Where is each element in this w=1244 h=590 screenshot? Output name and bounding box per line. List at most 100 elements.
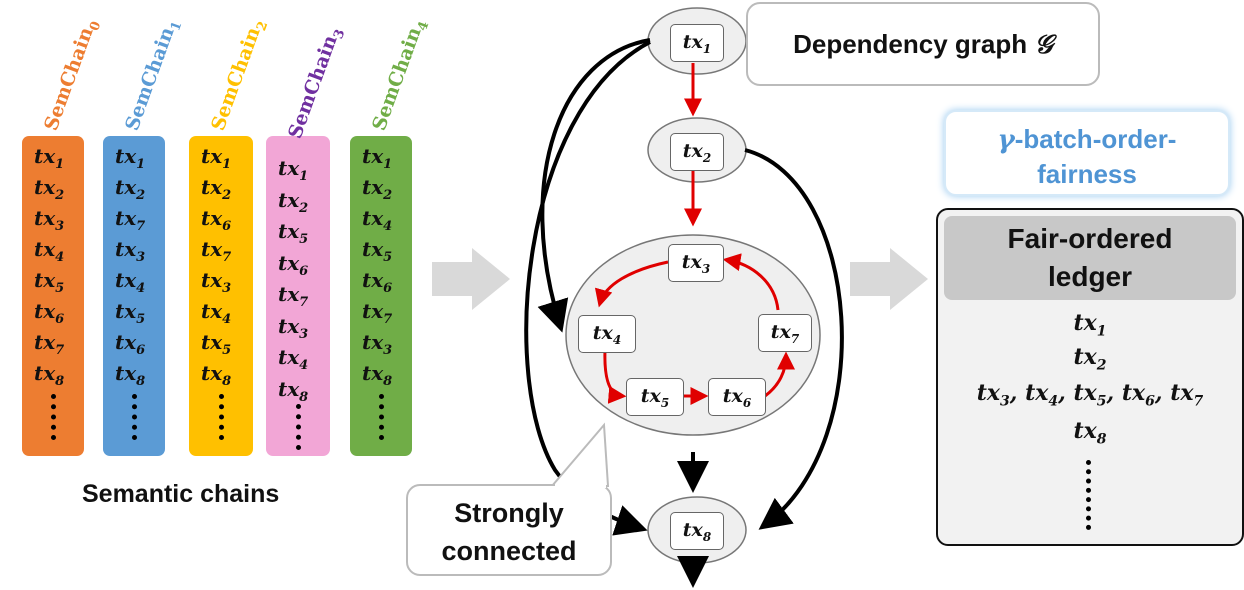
- ledger-tx: tx7: [1170, 380, 1204, 410]
- chain-0-tx-label: tx6: [34, 299, 65, 327]
- chain-3-tx-label: tx4: [278, 345, 309, 373]
- edge-tx7-tx3: [722, 253, 780, 311]
- chain-1-ellipsis: [132, 394, 137, 440]
- chain-1-tx: tx4: [115, 268, 145, 296]
- chain-2-tx-label: tx3: [201, 268, 232, 296]
- graph-title-symbol: 𝒢: [1034, 30, 1053, 60]
- chain-4-tx: tx8: [362, 361, 392, 389]
- chain-4-tx-label: tx4: [362, 206, 393, 234]
- semantic-chains-caption: Semantic chains: [82, 480, 280, 508]
- edge-tx2-tx8: [744, 148, 844, 530]
- chain-2-tx-label: tx1: [201, 144, 232, 172]
- chain-0-tx-label: tx2: [34, 175, 65, 203]
- semantic-chain-3: tx1 tx2 tx5 tx6 tx7 tx3 tx4 tx8: [266, 136, 330, 456]
- chain-3-ellipsis: [296, 404, 301, 450]
- chain-4-tx: tx7: [362, 299, 392, 327]
- graph-node-tx5: tx5: [626, 378, 684, 416]
- chain-3-tx-label: tx5: [278, 219, 309, 247]
- chain-3-tx: tx6: [278, 251, 308, 279]
- ledger-title-line1: Fair-ordered: [1007, 223, 1173, 254]
- chain-2-tx: tx7: [201, 237, 231, 265]
- chain-1-tx: tx1: [115, 144, 145, 172]
- chain-3-tx: tx3: [278, 314, 308, 342]
- edge-tx4-tx5: [603, 349, 627, 404]
- chain-1-tx-label: tx1: [115, 144, 146, 172]
- fairness-box: γ-batch-order- fairness: [944, 110, 1230, 196]
- scc-label-line1: Strongly: [454, 498, 564, 528]
- chain-3-tx: tx7: [278, 282, 308, 310]
- chain-3-tx: tx4: [278, 345, 308, 373]
- chain-2-tx: tx2: [201, 175, 231, 203]
- chain-0-tx: tx4: [34, 237, 64, 265]
- chain-1-tx: tx7: [115, 206, 145, 234]
- chain-3-tx-label: tx3: [278, 313, 309, 342]
- chain-2-tx-label: tx5: [201, 330, 232, 358]
- ledger-tx: tx4: [1025, 380, 1059, 410]
- chain-1-tx-label: tx2: [115, 175, 146, 203]
- ledger-tx: tx6: [1121, 380, 1155, 410]
- graph-title-text: Dependency graph: [793, 29, 1035, 59]
- chain-3-tx-label: tx7: [278, 282, 309, 310]
- ledger-tx: tx3: [976, 380, 1010, 410]
- ledger-row: tx1: [938, 310, 1242, 339]
- chain-0-tx-label: tx8: [34, 361, 65, 389]
- edge-tx6-tx7: [764, 351, 795, 398]
- chain-3-tx-label: tx1: [278, 156, 309, 184]
- chain-1-tx: tx2: [115, 175, 145, 203]
- chain-2-tx-label: tx8: [201, 361, 232, 389]
- chain-2-tx: tx5: [201, 330, 231, 358]
- chain-0-tx-label: tx4: [34, 237, 65, 265]
- graph-node-tx3: tx3: [668, 244, 724, 282]
- chain-4-tx-label: tx6: [362, 268, 393, 296]
- edge-tx3-tx4: [594, 260, 669, 308]
- chain-0-tx: tx6: [34, 299, 64, 327]
- chain-0-tx: tx7: [34, 330, 64, 358]
- chain-2-tx-label: tx7: [201, 237, 232, 265]
- chain-3-tx: tx8: [278, 377, 308, 405]
- chain-1-tx: tx6: [115, 330, 145, 358]
- chain-2-tx: tx1: [201, 144, 231, 172]
- chain-0-tx: tx3: [34, 206, 64, 234]
- fairness-gamma: γ: [997, 125, 1015, 155]
- graph-node-tx7: tx7: [758, 314, 812, 352]
- chain-3-tx-label: tx2: [278, 187, 309, 216]
- chain-4-tx: tx6: [362, 268, 392, 296]
- ledger-row: tx8: [938, 418, 1242, 447]
- graph-node-tx4: tx4: [578, 315, 636, 353]
- fairness-title-line2: fairness: [1037, 159, 1137, 189]
- chain-1-tx: tx8: [115, 361, 145, 389]
- scc-label: Strongly connected: [406, 484, 612, 576]
- graph-node-tx2: tx2: [670, 133, 724, 171]
- ledger-row: tx2: [938, 344, 1242, 373]
- chain-2-tx-label: tx2: [201, 175, 232, 203]
- graph-node-label: tx2: [682, 139, 712, 165]
- flow-arrow-1: [432, 248, 510, 310]
- chain-4-tx-label: tx8: [362, 361, 393, 389]
- chain-0-tx-label: tx7: [34, 330, 65, 358]
- chain-0-tx-label: tx1: [34, 144, 65, 172]
- chain-0-ellipsis: [51, 394, 56, 440]
- fairness-title-rest: -batch-order-: [1014, 124, 1177, 154]
- semantic-chain-0: tx1 tx2 tx3 tx4 tx5 tx6 tx7 tx8: [22, 136, 84, 456]
- chain-4-tx: tx2: [362, 175, 392, 203]
- chain-0-tx-label: tx5: [34, 268, 65, 296]
- ledger-title: Fair-ordered ledger: [944, 216, 1236, 300]
- graph-node-label: tx8: [682, 518, 712, 544]
- ledger-tx: tx8: [1073, 418, 1107, 448]
- chain-1-tx-label: tx3: [115, 237, 146, 265]
- chain-1-tx-label: tx4: [115, 268, 146, 296]
- chain-0-tx: tx8: [34, 361, 64, 389]
- chain-2-tx-label: tx4: [201, 299, 232, 327]
- chain-3-tx: tx1: [278, 156, 308, 184]
- chain-3-tx: tx5: [278, 219, 308, 247]
- graph-node-label: tx7: [770, 320, 800, 346]
- graph-node-tx8: tx8: [670, 512, 724, 550]
- ledger-tx: tx2: [1073, 344, 1107, 374]
- chain-2-tx: tx4: [201, 299, 231, 327]
- chain-3-tx-label: tx8: [278, 376, 309, 405]
- scc-label-line2: connected: [441, 536, 577, 566]
